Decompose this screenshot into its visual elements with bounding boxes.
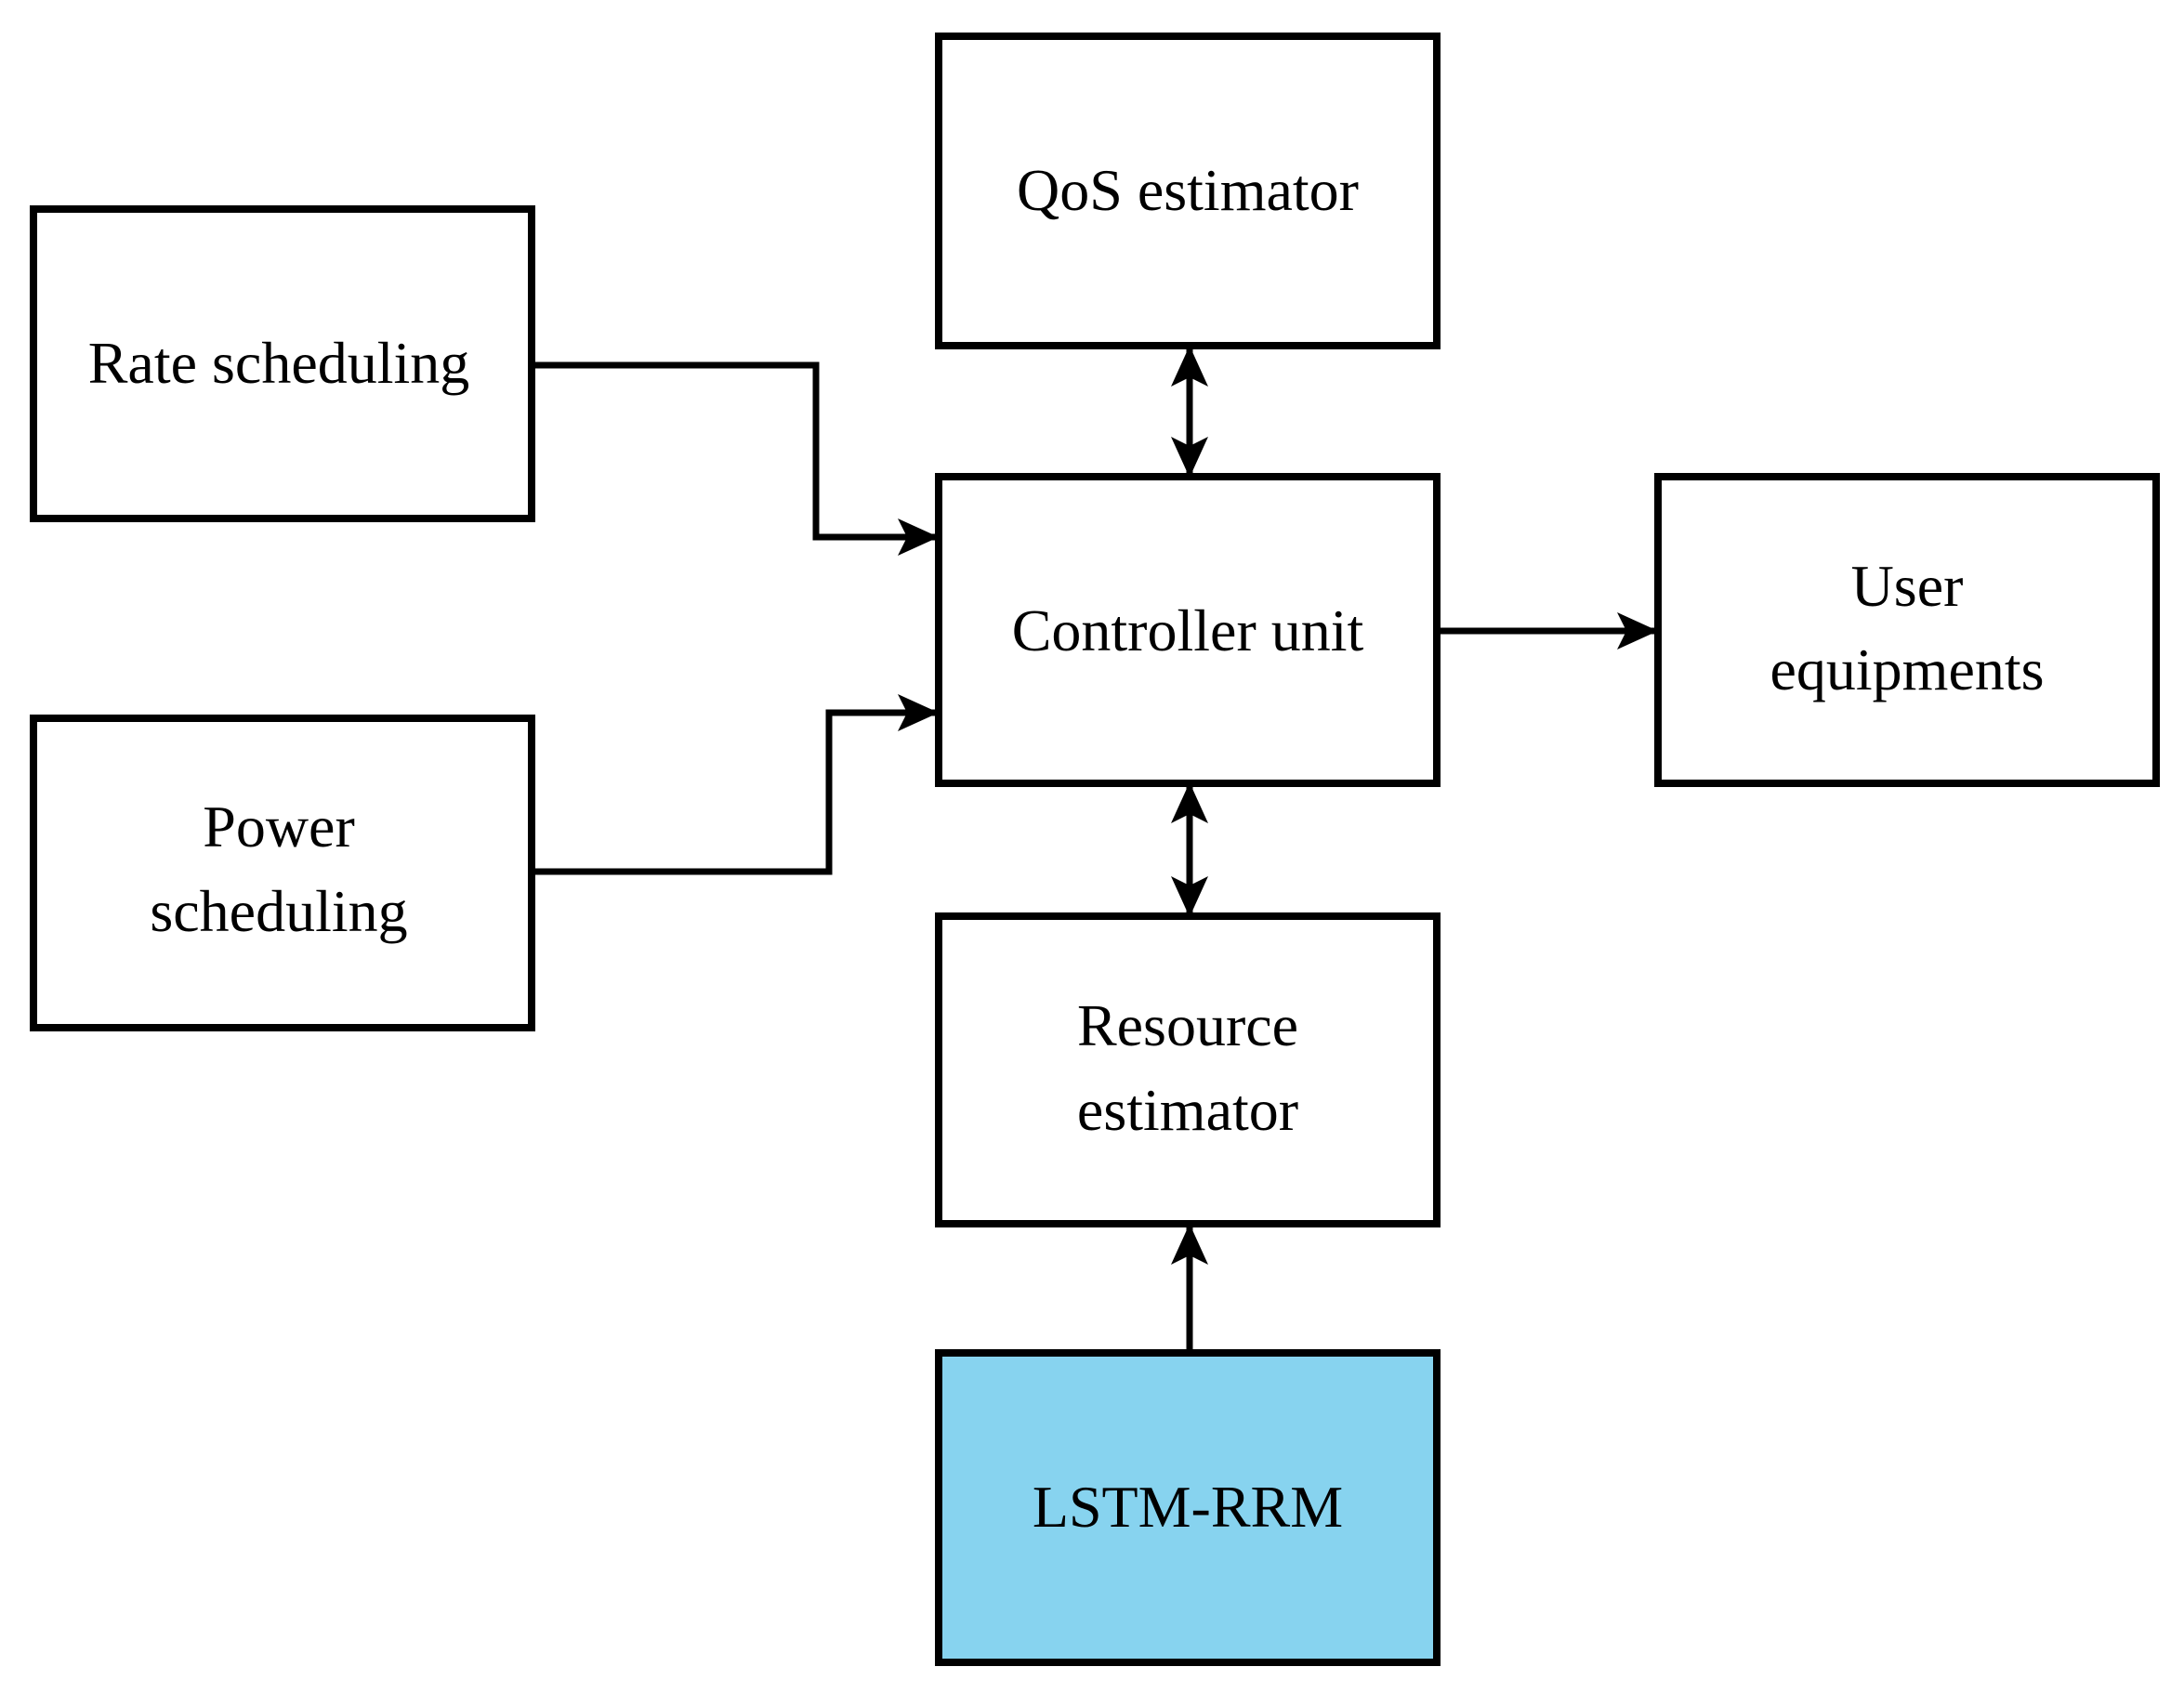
lstm-rrm-label: LSTM-RRM [1033,1474,1343,1540]
rate-scheduling-block: Rate scheduling [30,205,535,522]
controller-unit-block: Controller unit [935,473,1441,787]
power-scheduling-label-line-2: scheduling [150,878,407,944]
user-equipments-block: User equipments [1654,473,2160,787]
edges [533,346,1658,1349]
resource-estimator-box [935,912,1441,1227]
rate-scheduling-label: Rate scheduling [88,330,470,396]
lstm-rrm-block: LSTM-RRM [935,1349,1441,1666]
qos-estimator-label: QoS estimator [1017,157,1359,223]
user-equipments-label-line-1: User [1851,553,1964,619]
rate-scheduling-box [30,205,535,522]
qos-estimator-box [935,33,1441,349]
resource-estimator-label-line-2: estimator [1077,1077,1298,1143]
lstm-rrm-box [935,1349,1441,1666]
user-equipments-label-line-2: equipments [1770,637,2044,702]
power-scheduling-block: Power scheduling [30,715,535,1031]
edge-rate-scheduling-to-controller [533,361,939,556]
controller-unit-box [935,473,1441,787]
user-equipments-box [1654,473,2160,787]
resource-estimator-block: Resource estimator [935,912,1441,1227]
controller-unit-label: Controller unit [1012,597,1364,663]
resource-estimator-label-line-1: Resource [1077,992,1298,1058]
qos-estimator-block: QoS estimator [935,33,1441,349]
power-scheduling-label-line-1: Power [203,794,355,860]
power-scheduling-box [30,715,535,1031]
edge-power-scheduling-to-controller [533,694,939,875]
